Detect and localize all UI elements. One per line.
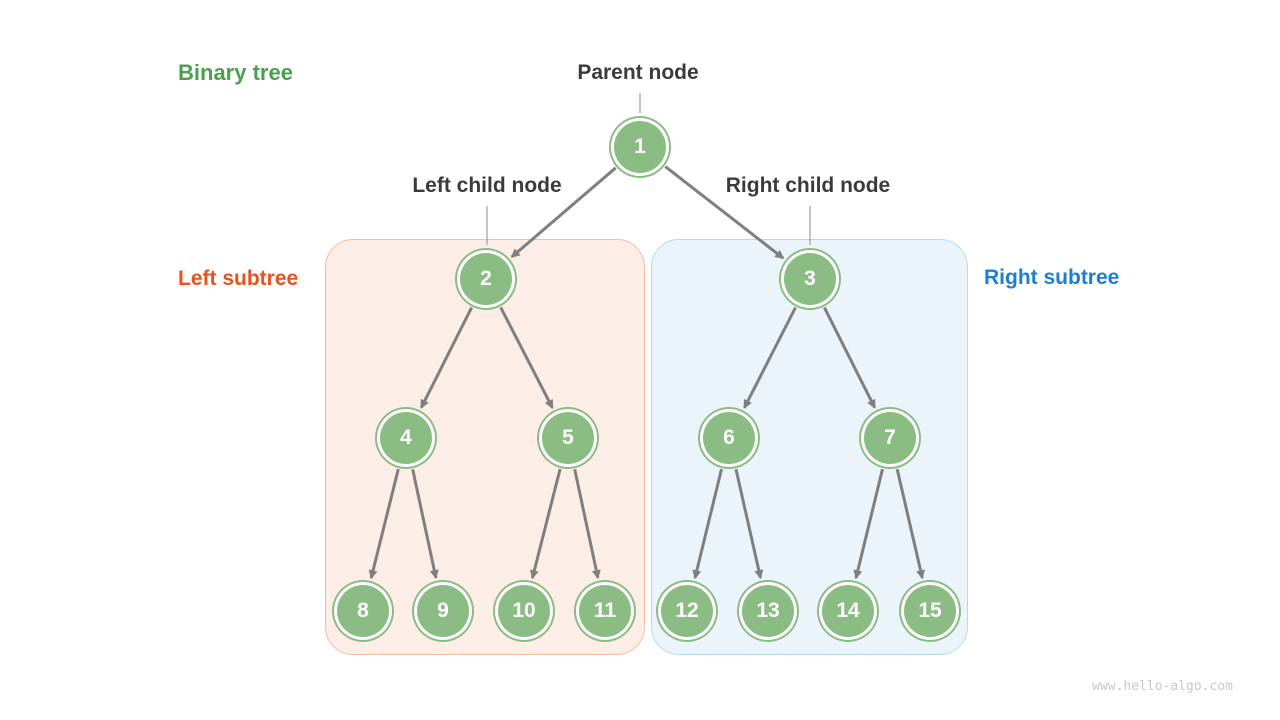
tree-node-10: 10 xyxy=(498,585,550,637)
tree-node-5: 5 xyxy=(542,412,594,464)
right-subtree-label: Right subtree xyxy=(984,266,1120,289)
edge-3-6 xyxy=(743,306,797,409)
parent-node-label: Parent node xyxy=(577,61,699,84)
right-child-node-label: Right child node xyxy=(725,174,891,197)
tree-node-6: 6 xyxy=(703,412,755,464)
tree-node-3: 3 xyxy=(784,253,836,305)
edge-7-15 xyxy=(895,468,925,580)
diagram-title: Binary tree xyxy=(178,60,293,85)
edge-5-10 xyxy=(529,468,562,580)
edge-4-8 xyxy=(368,468,400,580)
tree-node-2: 2 xyxy=(460,253,512,305)
tree-node-1: 1 xyxy=(614,121,666,173)
edge-1-2 xyxy=(510,166,617,259)
tree-node-12: 12 xyxy=(661,585,713,637)
edge-5-11 xyxy=(573,468,601,580)
edge-6-12 xyxy=(692,468,723,580)
edge-4-9 xyxy=(411,468,439,580)
edge-6-13 xyxy=(734,468,764,580)
tree-node-4: 4 xyxy=(380,412,432,464)
edge-3-7 xyxy=(823,306,877,409)
tree-node-8: 8 xyxy=(337,585,389,637)
left-subtree-label: Left subtree xyxy=(178,267,299,290)
tree-node-14: 14 xyxy=(822,585,874,637)
left-child-node-label: Left child node xyxy=(412,174,562,197)
tree-node-7: 7 xyxy=(864,412,916,464)
tree-node-9: 9 xyxy=(417,585,469,637)
edge-1-3 xyxy=(664,165,785,260)
edge-7-14 xyxy=(853,468,884,580)
tree-node-15: 15 xyxy=(904,585,956,637)
tree-node-13: 13 xyxy=(742,585,794,637)
tree-node-11: 11 xyxy=(579,585,631,637)
edge-2-4 xyxy=(419,306,473,409)
edge-2-5 xyxy=(499,306,554,410)
watermark: www.hello-algo.com xyxy=(1092,679,1233,694)
